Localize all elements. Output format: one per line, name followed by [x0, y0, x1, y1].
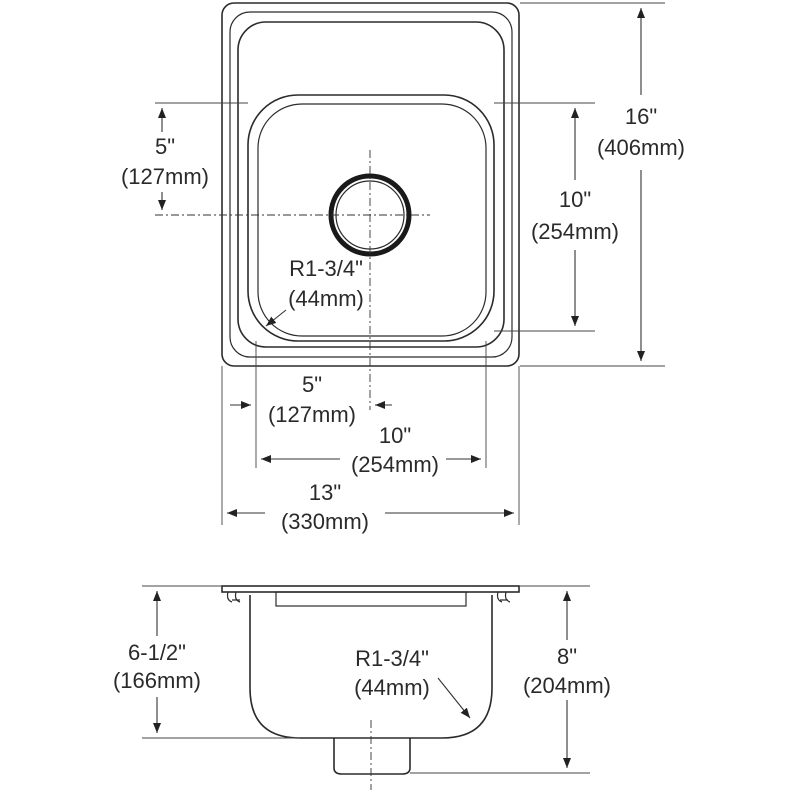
- label-overall-depth-mm: (204mm): [523, 673, 611, 698]
- left-mounting-clip: [226, 591, 241, 603]
- label-drain-from-back-mm: (127mm): [121, 164, 209, 189]
- right-mounting-clip: [496, 591, 511, 603]
- label-drain-from-back-in: 5": [155, 134, 175, 159]
- label-bowl-width-in: 10": [379, 423, 411, 448]
- label-overall-length-mm: (406mm): [597, 135, 685, 160]
- label-drain-from-side-in: 5": [302, 372, 322, 397]
- label-bowl-length-in: 10": [559, 187, 591, 212]
- label-side-radius-in: R1-3/4": [355, 646, 429, 671]
- label-bowl-width-mm: (254mm): [351, 452, 439, 477]
- label-overall-width-in: 13": [309, 480, 341, 505]
- side-radius-leader: [437, 677, 471, 719]
- sink-flange-inner-outline: [229, 11, 513, 358]
- label-side-radius-mm: (44mm): [354, 675, 430, 700]
- side-drain-tail: [333, 738, 411, 775]
- label-top-radius-in: R1-3/4": [289, 256, 363, 281]
- label-overall-width-mm: (330mm): [281, 509, 369, 534]
- label-inside-depth-mm: (166mm): [113, 668, 201, 693]
- top-radius-leader: [265, 309, 287, 327]
- label-top-radius-mm: (44mm): [288, 286, 364, 311]
- side-flange: [221, 585, 520, 593]
- label-inside-depth-in: 6-1/2": [128, 640, 186, 665]
- label-drain-from-side-mm: (127mm): [268, 402, 356, 427]
- side-rim-lip: [275, 591, 467, 607]
- bowl-outer-outline: [247, 94, 495, 342]
- label-bowl-length-mm: (254mm): [531, 219, 619, 244]
- top-view: 16" (406mm) 10" (254mm) 5" (127mm) R1-3/…: [121, 2, 685, 534]
- side-view: 6-1/2" (166mm) 8" (204mm) R1-3/4" (44mm): [113, 585, 611, 790]
- sink-flange-outline: [221, 2, 520, 367]
- bowl-floor-outline: [257, 103, 487, 337]
- label-overall-depth-in: 8": [557, 644, 577, 669]
- sink-rim-outline: [237, 21, 505, 348]
- label-overall-length-in: 16": [625, 104, 657, 129]
